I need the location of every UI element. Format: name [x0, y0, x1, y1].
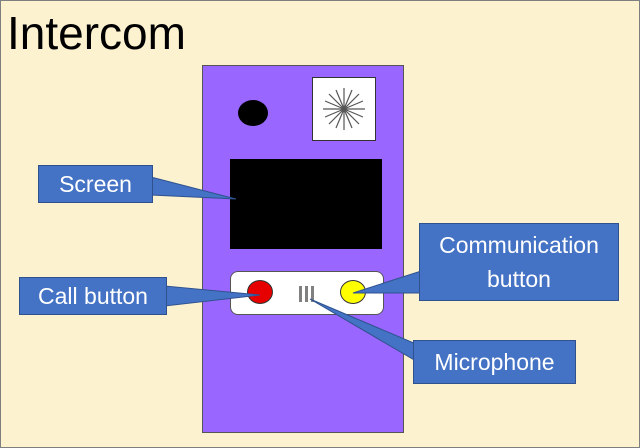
call-button-callout: Call button [19, 277, 167, 315]
starburst-icon [312, 77, 376, 141]
diagram-title: Intercom [7, 7, 186, 59]
camera-lens-icon [238, 100, 268, 126]
screen-callout-pointer [150, 176, 237, 200]
microphone-callout-pointer [309, 298, 417, 362]
intercom-screen [230, 159, 382, 249]
call-button-callout-pointer [164, 285, 261, 307]
microphone-grille-icon [299, 286, 316, 302]
communication-button-callout: Communication button [419, 223, 619, 301]
screen-callout: Screen [38, 165, 153, 203]
microphone-callout: Microphone [413, 340, 576, 384]
call-button[interactable] [247, 280, 273, 304]
communication-button-callout-pointer [352, 270, 422, 294]
